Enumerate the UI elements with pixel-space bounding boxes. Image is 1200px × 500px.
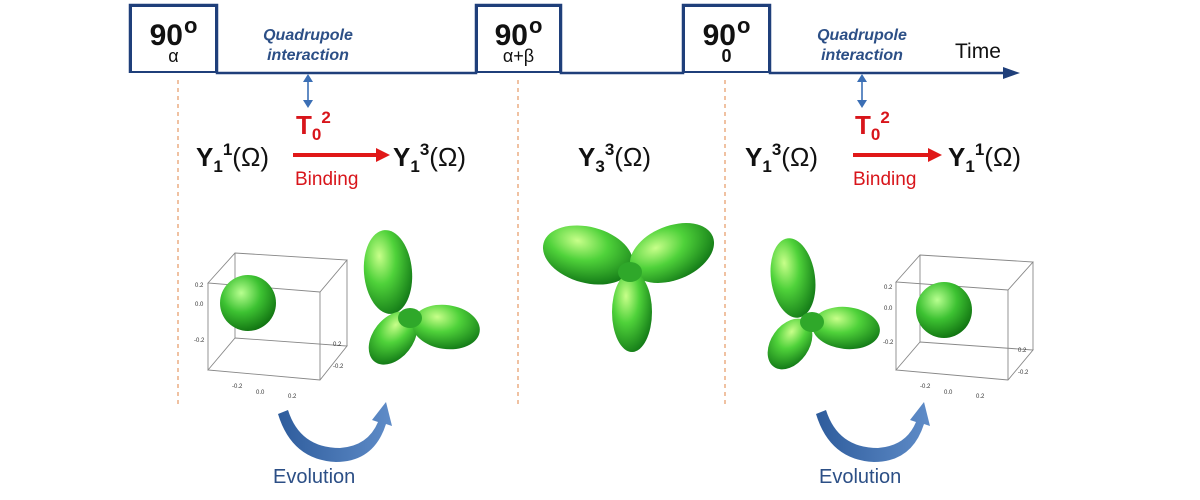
quadrupole-line1: Quadrupole xyxy=(777,26,947,46)
tick-label: -0.2 xyxy=(194,338,205,344)
clover-y13-right xyxy=(758,235,882,378)
evolution-arrow-left xyxy=(278,402,392,462)
tensor-label-right: T02 xyxy=(855,108,890,145)
state-y11-after-binding: Y11(Ω) xyxy=(948,140,1021,177)
tick-label: 0.2 xyxy=(288,394,297,400)
pulse-box-alpha-beta: 90o α+β xyxy=(476,5,561,73)
quadrupole-line2: interaction xyxy=(223,46,393,66)
curved-arrow-icon xyxy=(278,402,392,462)
tick-label: -0.2 xyxy=(232,384,243,390)
pulse-phase: α xyxy=(132,46,215,67)
time-axis-label: Time xyxy=(955,40,1001,64)
tick-label: 0.0 xyxy=(944,390,953,396)
quadrupole-label-right: Quadrupole interaction xyxy=(777,26,947,66)
pulse-box-alpha: 90o α xyxy=(130,5,217,73)
tick-label: -0.2 xyxy=(1018,370,1029,376)
tick-label: -0.2 xyxy=(883,340,894,346)
pulse-box-zero: 90o 0 xyxy=(683,5,770,73)
clover-y13-left xyxy=(359,228,483,374)
tick-label: 0.2 xyxy=(195,283,204,289)
sphere-plot-left: 0.2 0.0 -0.2 -0.2 0.0 0.2 0.2 -0.2 xyxy=(194,253,347,400)
sphere-y11 xyxy=(916,282,972,338)
tick-label: 0.2 xyxy=(333,342,342,348)
tick-label: 0.0 xyxy=(256,390,265,396)
quadrupole-line1: Quadrupole xyxy=(223,26,393,46)
tick-label: 0.2 xyxy=(976,394,985,400)
timeline-arrowhead-icon xyxy=(1003,67,1020,79)
curved-arrow-icon xyxy=(816,402,930,462)
tick-label: 0.0 xyxy=(195,302,204,308)
tick-label: 0.0 xyxy=(884,306,893,312)
binding-label-left: Binding xyxy=(295,169,358,191)
evolution-label-right: Evolution xyxy=(819,466,901,489)
state-y13-start: Y13(Ω) xyxy=(745,140,818,177)
evolution-label-left: Evolution xyxy=(273,466,355,489)
quadrupole-label-left: Quadrupole interaction xyxy=(223,26,393,66)
sphere-y11 xyxy=(220,275,276,331)
red-arrowhead-icon xyxy=(376,148,390,162)
clover-y33-center xyxy=(536,211,723,352)
state-y13-after-binding: Y13(Ω) xyxy=(393,140,466,177)
state-y33: Y33(Ω) xyxy=(578,140,651,177)
tick-label: -0.2 xyxy=(920,384,931,390)
tick-label: 0.2 xyxy=(1018,348,1027,354)
tick-label: 0.2 xyxy=(884,285,893,291)
tick-label: -0.2 xyxy=(333,364,344,370)
tensor-label-left: T02 xyxy=(296,108,331,145)
red-arrowhead-icon xyxy=(928,148,942,162)
binding-label-right: Binding xyxy=(853,169,916,191)
quadrupole-line2: interaction xyxy=(777,46,947,66)
pulse-phase: 0 xyxy=(685,46,768,67)
quadrupole-arrows xyxy=(303,74,867,108)
state-y11-start: Y11(Ω) xyxy=(196,140,269,177)
pulse-phase: α+β xyxy=(478,46,559,67)
sphere-plot-right: 0.2 0.0 -0.2 -0.2 0.0 0.2 0.2 -0.2 xyxy=(883,255,1033,400)
evolution-arrow-right xyxy=(816,402,930,462)
